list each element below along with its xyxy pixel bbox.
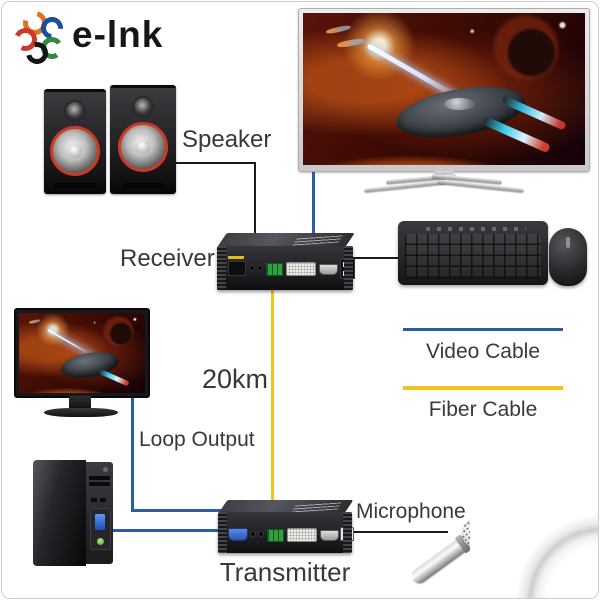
- monitor-icon: [14, 308, 150, 420]
- speaker-woofer: [50, 126, 100, 176]
- pc-video-cable: [110, 529, 221, 532]
- monitor-stand-neck: [69, 396, 91, 409]
- usb-ports: [340, 259, 355, 279]
- speaker-woofer: [118, 122, 168, 172]
- logo-text: e-lnk: [72, 14, 164, 55]
- pc-tower-icon: [33, 460, 113, 566]
- transmitter-print-label: [291, 501, 343, 513]
- vga-loop-port: [228, 528, 248, 541]
- monitor-bezel: [14, 308, 150, 398]
- pc-io-panel-button: [97, 538, 104, 545]
- transmitter-label: Transmitter: [219, 557, 351, 587]
- monitor-space-scene-image: [19, 313, 145, 393]
- fiber-cable-link: [271, 287, 274, 503]
- receiver-device: [217, 246, 355, 290]
- tv-space-scene-image: [303, 13, 585, 165]
- speaker-audio-cable-vertical: [254, 162, 256, 234]
- tv-icon: [298, 8, 590, 198]
- pc-io-panel-display: [95, 514, 105, 530]
- receiver-label: Receiver: [120, 245, 215, 272]
- speakers-icon: [44, 83, 178, 194]
- speaker-port-slot: [54, 183, 96, 188]
- legend-video-cable-swatch: [403, 328, 563, 331]
- pc-io-panel: [90, 508, 111, 550]
- speaker-label: Speaker: [182, 126, 272, 153]
- pc-front-buttons: [91, 498, 108, 502]
- pc-power-button: [103, 467, 108, 472]
- pc-front-panel: [86, 462, 113, 564]
- speaker-tweeter: [64, 100, 86, 122]
- starship-nacelle: [98, 368, 130, 386]
- loop-output-cable-horizontal: [131, 509, 221, 512]
- legend-video-cable-label: Video Cable: [425, 340, 541, 363]
- microphone-label: Microphone: [356, 500, 466, 523]
- dvi-port: [286, 262, 316, 276]
- starship-dome: [444, 98, 476, 111]
- monitor-stand-base: [44, 408, 118, 417]
- speaker-audio-cable-horizontal: [168, 162, 256, 164]
- speaker-tweeter: [132, 96, 154, 118]
- tv-frame: [298, 8, 590, 172]
- logo: e-lnk: [10, 6, 244, 69]
- legend-fiber-cable-swatch: [403, 386, 563, 390]
- mouse-icon: [549, 228, 587, 286]
- pc-optical-drive: [89, 476, 110, 480]
- sfp-fiber-port: [228, 256, 246, 276]
- microphone-cable: [350, 531, 448, 533]
- loop-output-cable-vertical: [131, 396, 134, 512]
- terminal-block-port: [266, 263, 283, 276]
- spaceship-small-icon: [325, 24, 352, 35]
- loop-output-label: Loop Output: [139, 428, 255, 451]
- spaceship-small-icon: [28, 319, 41, 325]
- hdmi-port: [320, 530, 339, 541]
- usb-b-port: [340, 527, 354, 541]
- terminal-block-port: [267, 529, 284, 542]
- speaker-left: [44, 89, 106, 194]
- legend-fiber-cable-label: Fiber Cable: [428, 398, 538, 421]
- spaceship-small-icon: [336, 37, 366, 49]
- keyboard-function-row: [426, 227, 526, 231]
- transmitter-device: [218, 512, 354, 553]
- dvi-port: [287, 528, 317, 542]
- speaker-port-slot: [122, 183, 164, 188]
- receiver-print-label: [292, 234, 344, 246]
- speaker-right: [110, 85, 176, 194]
- keyboard-keys: [405, 234, 541, 278]
- audio-jack-port: [251, 532, 255, 536]
- page-curl-decoration: [470, 498, 598, 598]
- audio-jack-port: [250, 266, 254, 270]
- keyboard-usb-cable: [350, 257, 412, 259]
- keyboard-icon: [398, 221, 548, 285]
- audio-jack-port: [259, 532, 263, 536]
- pc-side-panel: [33, 460, 86, 566]
- mouse-scroll-wheel: [566, 237, 570, 248]
- swirl-logo-icon: [10, 6, 68, 69]
- hdmi-port: [319, 264, 338, 275]
- tv-video-cable: [312, 170, 315, 235]
- audio-jack-port: [258, 266, 262, 270]
- receiver-box-top: [217, 233, 355, 247]
- starship-nacelle: [481, 116, 550, 154]
- distance-label: 20km: [202, 364, 269, 394]
